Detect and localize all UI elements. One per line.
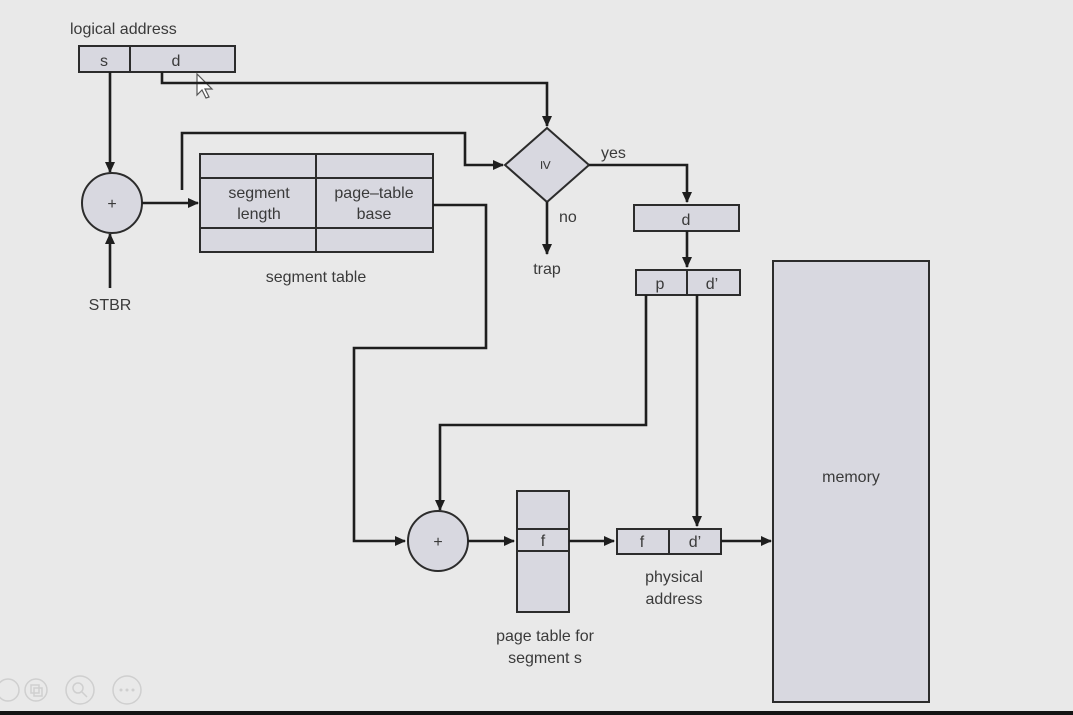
page-table-base-header: page–table: [334, 185, 413, 202]
prev-icon[interactable]: [0, 678, 20, 702]
more-icon[interactable]: [112, 675, 142, 705]
page-offset-register: p d’: [635, 269, 741, 296]
arrow-base-to-adder: [352, 203, 488, 546]
zoom-icon[interactable]: [65, 675, 95, 705]
segment-length-header-2: length: [237, 206, 281, 223]
plus-symbol: +: [107, 196, 116, 213]
arrow-yes-to-d: [589, 163, 692, 203]
offset-field: d: [172, 53, 181, 70]
yes-label: yes: [601, 145, 626, 162]
arrow-length-to-comparator: [180, 131, 504, 190]
physical-address-caption-1: physical: [645, 569, 703, 586]
page-offset-field: d’: [706, 276, 718, 293]
physical-address-register: f d’: [616, 528, 722, 555]
ge-symbol: ≥: [537, 161, 554, 170]
memory-block: memory: [772, 260, 930, 703]
frame-field: f: [640, 534, 645, 551]
logical-address-register: s d: [78, 45, 236, 73]
stbr-label: STBR: [89, 297, 132, 314]
adder-page-table: +: [407, 510, 469, 572]
offset-d-register: d: [633, 204, 740, 232]
memory-label: memory: [822, 469, 880, 486]
pages-icon[interactable]: [24, 678, 48, 702]
plus-symbol-2: +: [433, 534, 442, 551]
mouse-cursor-icon: [196, 72, 214, 99]
segment-number-field: s: [100, 53, 108, 70]
physical-offset-field: d’: [689, 534, 701, 551]
physical-address-caption-2: address: [646, 591, 703, 608]
page-table: f: [516, 490, 570, 613]
segment-length-header: segment: [228, 185, 290, 202]
page-table-caption-1: page table for: [496, 628, 595, 645]
comparator-diamond: ≥: [503, 126, 591, 204]
logical-address-label: logical address: [70, 21, 177, 38]
viewer-toolbar[interactable]: [0, 675, 142, 705]
trap-label: trap: [533, 261, 561, 278]
arrow-p-to-adder: [435, 295, 648, 511]
no-label: no: [559, 209, 577, 226]
segment-table-caption: segment table: [266, 269, 367, 286]
offset-d-text: d: [682, 212, 691, 229]
adder-segment-table: +: [81, 172, 143, 234]
frame-entry: f: [541, 533, 546, 550]
page-table-base-header-2: base: [357, 206, 392, 223]
arrow-d-to-comparator: [160, 72, 552, 127]
page-table-caption-2: segment s: [508, 650, 582, 667]
page-number-field: p: [656, 276, 665, 293]
bottom-edge-bar: [0, 711, 1073, 715]
segment-table: segment length page–table base: [199, 153, 434, 253]
